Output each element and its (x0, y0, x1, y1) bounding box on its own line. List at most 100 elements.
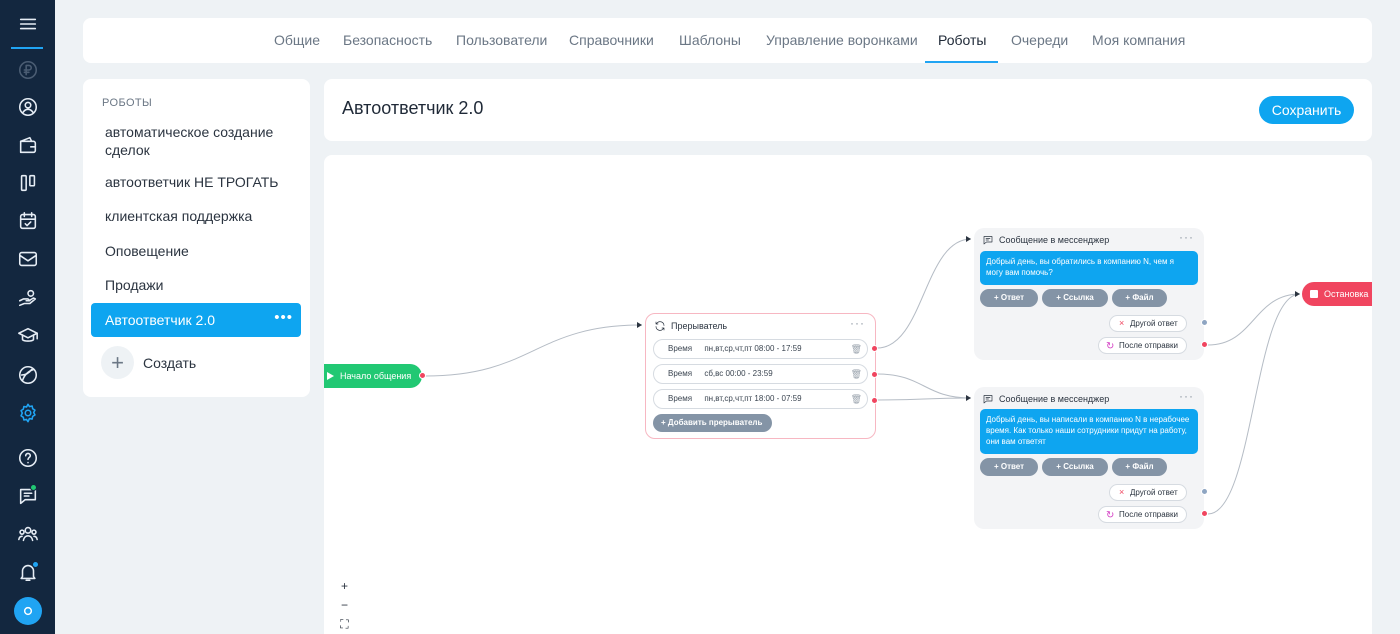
wire-start-to-interrupt (424, 324, 643, 377)
left-rail (0, 0, 55, 634)
add-file-button[interactable]: + Файл (1112, 458, 1167, 476)
active-tab-indicator (925, 61, 998, 63)
sidebar-item-sales[interactable]: Продажи (105, 277, 164, 293)
sidebar-item-client-support[interactable]: клиентская поддержка (105, 208, 253, 224)
graduation-cap-icon[interactable] (14, 322, 42, 350)
bell-icon[interactable] (14, 558, 42, 586)
output-port[interactable] (1201, 319, 1208, 326)
tab-my-company[interactable]: Моя компания (1092, 32, 1186, 48)
stop-node[interactable]: Остановка ров (1302, 282, 1372, 323)
condition-key: Время (668, 394, 693, 403)
sidebar-item-label: Автоответчик 2.0 (105, 312, 216, 328)
button-label: Ссылка (1063, 293, 1094, 302)
robot-header: Автоответчик 2.0 Сохранить (324, 79, 1372, 141)
output-after-send[interactable]: ↻После отправки (1098, 337, 1187, 354)
condition-value: сб,вс 00:00 - 23:59 (704, 369, 773, 378)
message-node[interactable]: Сообщение в мессенджер ··· Добрый день, … (974, 387, 1204, 529)
interrupt-output-port[interactable] (871, 397, 878, 404)
output-other-reply[interactable]: ×Другой ответ (1109, 315, 1187, 332)
zoom-out-button[interactable]: − (340, 598, 348, 612)
tab-templates[interactable]: Шаблоны (679, 32, 741, 48)
loop-icon: ↻ (1106, 341, 1115, 352)
flow-canvas[interactable]: Начало общения Прерыватель ··· Время пн,… (324, 155, 1372, 634)
output-port[interactable] (1201, 488, 1208, 495)
interrupt-node[interactable]: Прерыватель ··· Время пн,вт,ср,чт,пт 08:… (645, 313, 876, 439)
node-header: Сообщение в мессенджер (982, 393, 1109, 405)
sidebar-item-autoresponder-2[interactable]: Автоответчик 2.0 ••• (91, 303, 301, 337)
trash-icon[interactable]: 🗑 (850, 344, 862, 354)
tab-security[interactable]: Безопасность (343, 32, 433, 48)
user-icon[interactable] (14, 93, 42, 121)
mail-icon[interactable] (14, 245, 42, 273)
interrupt-condition-row[interactable]: Время пн,вт,ср,чт,пт 18:00 - 07:59 🗑 (653, 389, 868, 409)
start-output-port[interactable] (419, 372, 426, 379)
sphere-icon[interactable] (14, 361, 42, 389)
trash-icon[interactable]: 🗑 (850, 369, 862, 379)
close-icon: × (1119, 487, 1125, 497)
save-button[interactable]: Сохранить (1259, 96, 1354, 124)
wallet-icon[interactable] (14, 131, 42, 159)
trash-icon[interactable]: 🗑 (850, 394, 862, 404)
add-reply-button[interactable]: + Ответ (980, 458, 1038, 476)
users-icon[interactable] (14, 520, 42, 548)
ruble-icon[interactable] (14, 56, 42, 84)
message-node[interactable]: Сообщение в мессенджер ··· Добрый день, … (974, 228, 1204, 360)
interrupt-output-port[interactable] (871, 371, 878, 378)
output-other-reply[interactable]: ×Другой ответ (1109, 484, 1187, 501)
menu-icon[interactable] (14, 10, 42, 38)
refresh-icon (655, 321, 665, 331)
support-chat-button[interactable] (14, 597, 42, 625)
wire-msg2-to-stop (1207, 293, 1301, 515)
more-icon[interactable]: ··· (850, 316, 865, 330)
settings-icon[interactable] (14, 399, 42, 427)
help-icon[interactable] (14, 444, 42, 472)
add-reply-button[interactable]: + Ответ (980, 289, 1038, 307)
interrupt-condition-row[interactable]: Время пн,вт,ср,чт,пт 08:00 - 17:59 🗑 (653, 339, 868, 359)
tab-directories[interactable]: Справочники (569, 32, 654, 48)
interrupt-output-port[interactable] (871, 345, 878, 352)
zoom-controls: + − ⛶ (335, 577, 354, 634)
message-icon (983, 395, 993, 404)
tab-general[interactable]: Общие (274, 32, 321, 48)
add-link-button[interactable]: + Ссылка (1042, 289, 1108, 307)
create-label: Создать (143, 354, 197, 371)
sidebar-item-autoresponder-old[interactable]: автоответчик НЕ ТРОГАТЬ (105, 174, 279, 190)
hand-coins-icon[interactable] (14, 284, 42, 312)
add-interrupt-button[interactable]: + Добавить прерыватель (653, 414, 773, 432)
output-label: После отправки (1119, 510, 1178, 519)
sidebar-item-auto-deals[interactable]: автоматическое создание сделок (105, 124, 274, 158)
play-icon (327, 372, 334, 380)
tab-robots[interactable]: Роботы (938, 32, 987, 48)
chat-icon[interactable] (14, 482, 42, 510)
zoom-in-button[interactable]: + (340, 579, 348, 593)
message-text[interactable]: Добрый день, вы написали в компанию N в … (980, 409, 1198, 454)
tab-queues[interactable]: Очереди (1011, 32, 1069, 48)
start-node[interactable]: Начало общения (324, 364, 422, 388)
kanban-icon[interactable] (14, 169, 42, 197)
condition-value: пн,вт,ср,чт,пт 18:00 - 07:59 (704, 394, 802, 403)
node-header: Сообщение в мессенджер (982, 234, 1109, 246)
create-robot-button[interactable]: + Создать (101, 346, 196, 379)
tab-funnels[interactable]: Управление воронками (766, 32, 918, 48)
condition-key: Время (668, 369, 693, 378)
tab-users[interactable]: Пользователи (456, 32, 548, 48)
message-icon (983, 236, 993, 245)
fit-view-button[interactable]: ⛶ (340, 617, 349, 631)
more-icon[interactable]: ··· (1179, 230, 1194, 244)
add-file-button[interactable]: + Файл (1112, 289, 1167, 307)
wire-msg1-to-stop (1207, 293, 1301, 346)
output-port[interactable] (1201, 341, 1208, 348)
condition-key: Время (668, 344, 693, 353)
close-icon: × (1119, 318, 1125, 328)
message-text[interactable]: Добрый день, вы обратились в компанию N,… (980, 251, 1198, 285)
sidebar-item-notification[interactable]: Оповещение (105, 243, 189, 259)
calendar-check-icon[interactable] (14, 207, 42, 235)
interrupt-title: Прерыватель (671, 321, 728, 331)
interrupt-condition-row[interactable]: Время сб,вс 00:00 - 23:59 🗑 (653, 364, 868, 384)
add-link-button[interactable]: + Ссылка (1042, 458, 1108, 476)
output-after-send[interactable]: ↻После отправки (1098, 506, 1187, 523)
output-port[interactable] (1201, 510, 1208, 517)
more-icon[interactable]: ··· (1179, 389, 1194, 403)
robots-sidebar: РОБОТЫ автоматическое создание сделок ав… (83, 79, 310, 397)
more-icon[interactable]: ••• (274, 309, 293, 326)
